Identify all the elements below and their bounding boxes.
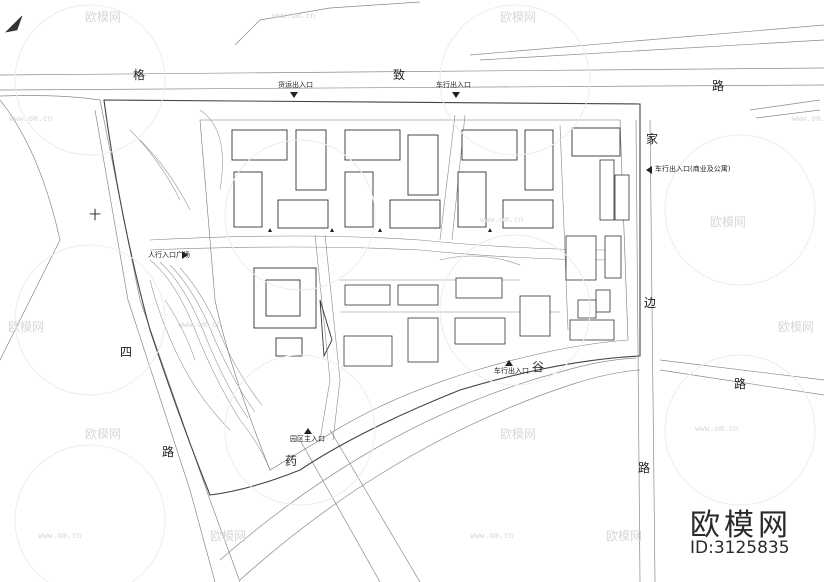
- inner-boundary: [199, 119, 629, 471]
- watermark-text: 欧模网: [778, 320, 815, 334]
- buildings-north: [231, 127, 621, 229]
- watermark-text: 欧模网: [85, 427, 122, 441]
- watermark-text: 欧模网: [210, 529, 247, 543]
- freight-entry-arrow: [290, 92, 298, 98]
- watermark-text: 欧模网: [85, 10, 122, 24]
- watermark-text: 欧模网: [710, 215, 747, 229]
- road-label-southwest-1: 药: [285, 454, 298, 468]
- site-marker-4: [488, 228, 492, 232]
- park-main-entry-arrow: [304, 428, 312, 434]
- east-vehicle-entry-arrow: [646, 166, 652, 174]
- plaza-entry-arrow: [182, 251, 188, 259]
- north-vehicle-entry-arrow: [452, 92, 460, 98]
- watermark-url: www.om.cn: [480, 215, 524, 224]
- watermark-url: www.om.cn: [470, 531, 514, 540]
- watermark-url: www.om.cn: [272, 11, 316, 20]
- internal-roads: [149, 114, 621, 441]
- site-boundary: [103, 99, 641, 496]
- watermark-text: 欧模网: [500, 427, 537, 441]
- south-vehicle-entry-arrow: [505, 360, 513, 366]
- brand-id: ID:3125835: [690, 538, 790, 558]
- pedestrian-plaza-label: 人行入口广场: [148, 251, 190, 259]
- watermark-text: 欧模网: [500, 10, 537, 24]
- road-label-east-1: 家: [646, 132, 659, 146]
- watermark-url: www.om.cn: [38, 531, 82, 540]
- buildings-east: [565, 159, 630, 341]
- buildings-center: [343, 277, 551, 367]
- road-label-southeast-1: 谷: [532, 360, 545, 374]
- north-vehicle-entry-label: 车行出入口: [436, 81, 471, 89]
- north-arrow-icon: [5, 15, 23, 33]
- road-label-southeast-2: 路: [638, 461, 651, 475]
- watermark-url: www.om.cn: [178, 320, 222, 329]
- watermark-text: 欧模网: [8, 320, 45, 334]
- park-main-entry-label: 园区主入口: [290, 435, 325, 443]
- road-label-north-1: 格: [133, 68, 146, 82]
- site-marker-2: [330, 228, 334, 232]
- watermark-url: www.om.cn: [9, 114, 53, 123]
- road-label-west-1: 十: [89, 208, 102, 222]
- road-label-east-2: 边: [644, 296, 657, 310]
- watermark-url: www.om.cn: [792, 114, 824, 123]
- road-label-west-3: 路: [162, 445, 175, 459]
- freight-entry-label: 货运出入口: [278, 81, 313, 89]
- site-marker-1: [268, 228, 272, 232]
- south-vehicle-entry-label: 车行出入口: [494, 367, 529, 375]
- entry-arrows: [182, 92, 652, 434]
- watermark-rings: [14, 4, 816, 582]
- watermark-url: www.om.cn: [695, 424, 739, 433]
- brand-name: 欧模网: [690, 508, 792, 543]
- watermark-text: 欧模网: [606, 529, 643, 543]
- road-label-north-3: 路: [712, 79, 725, 93]
- east-vehicle-entry-label: 车行出入口(商业及公寓): [655, 165, 731, 173]
- road-label-west-2: 四: [120, 345, 133, 359]
- road-label-east-3: 路: [734, 377, 747, 391]
- road-label-north-2: 致: [393, 68, 406, 82]
- site-marker-3: [378, 228, 382, 232]
- interchange-ramps: [129, 109, 271, 471]
